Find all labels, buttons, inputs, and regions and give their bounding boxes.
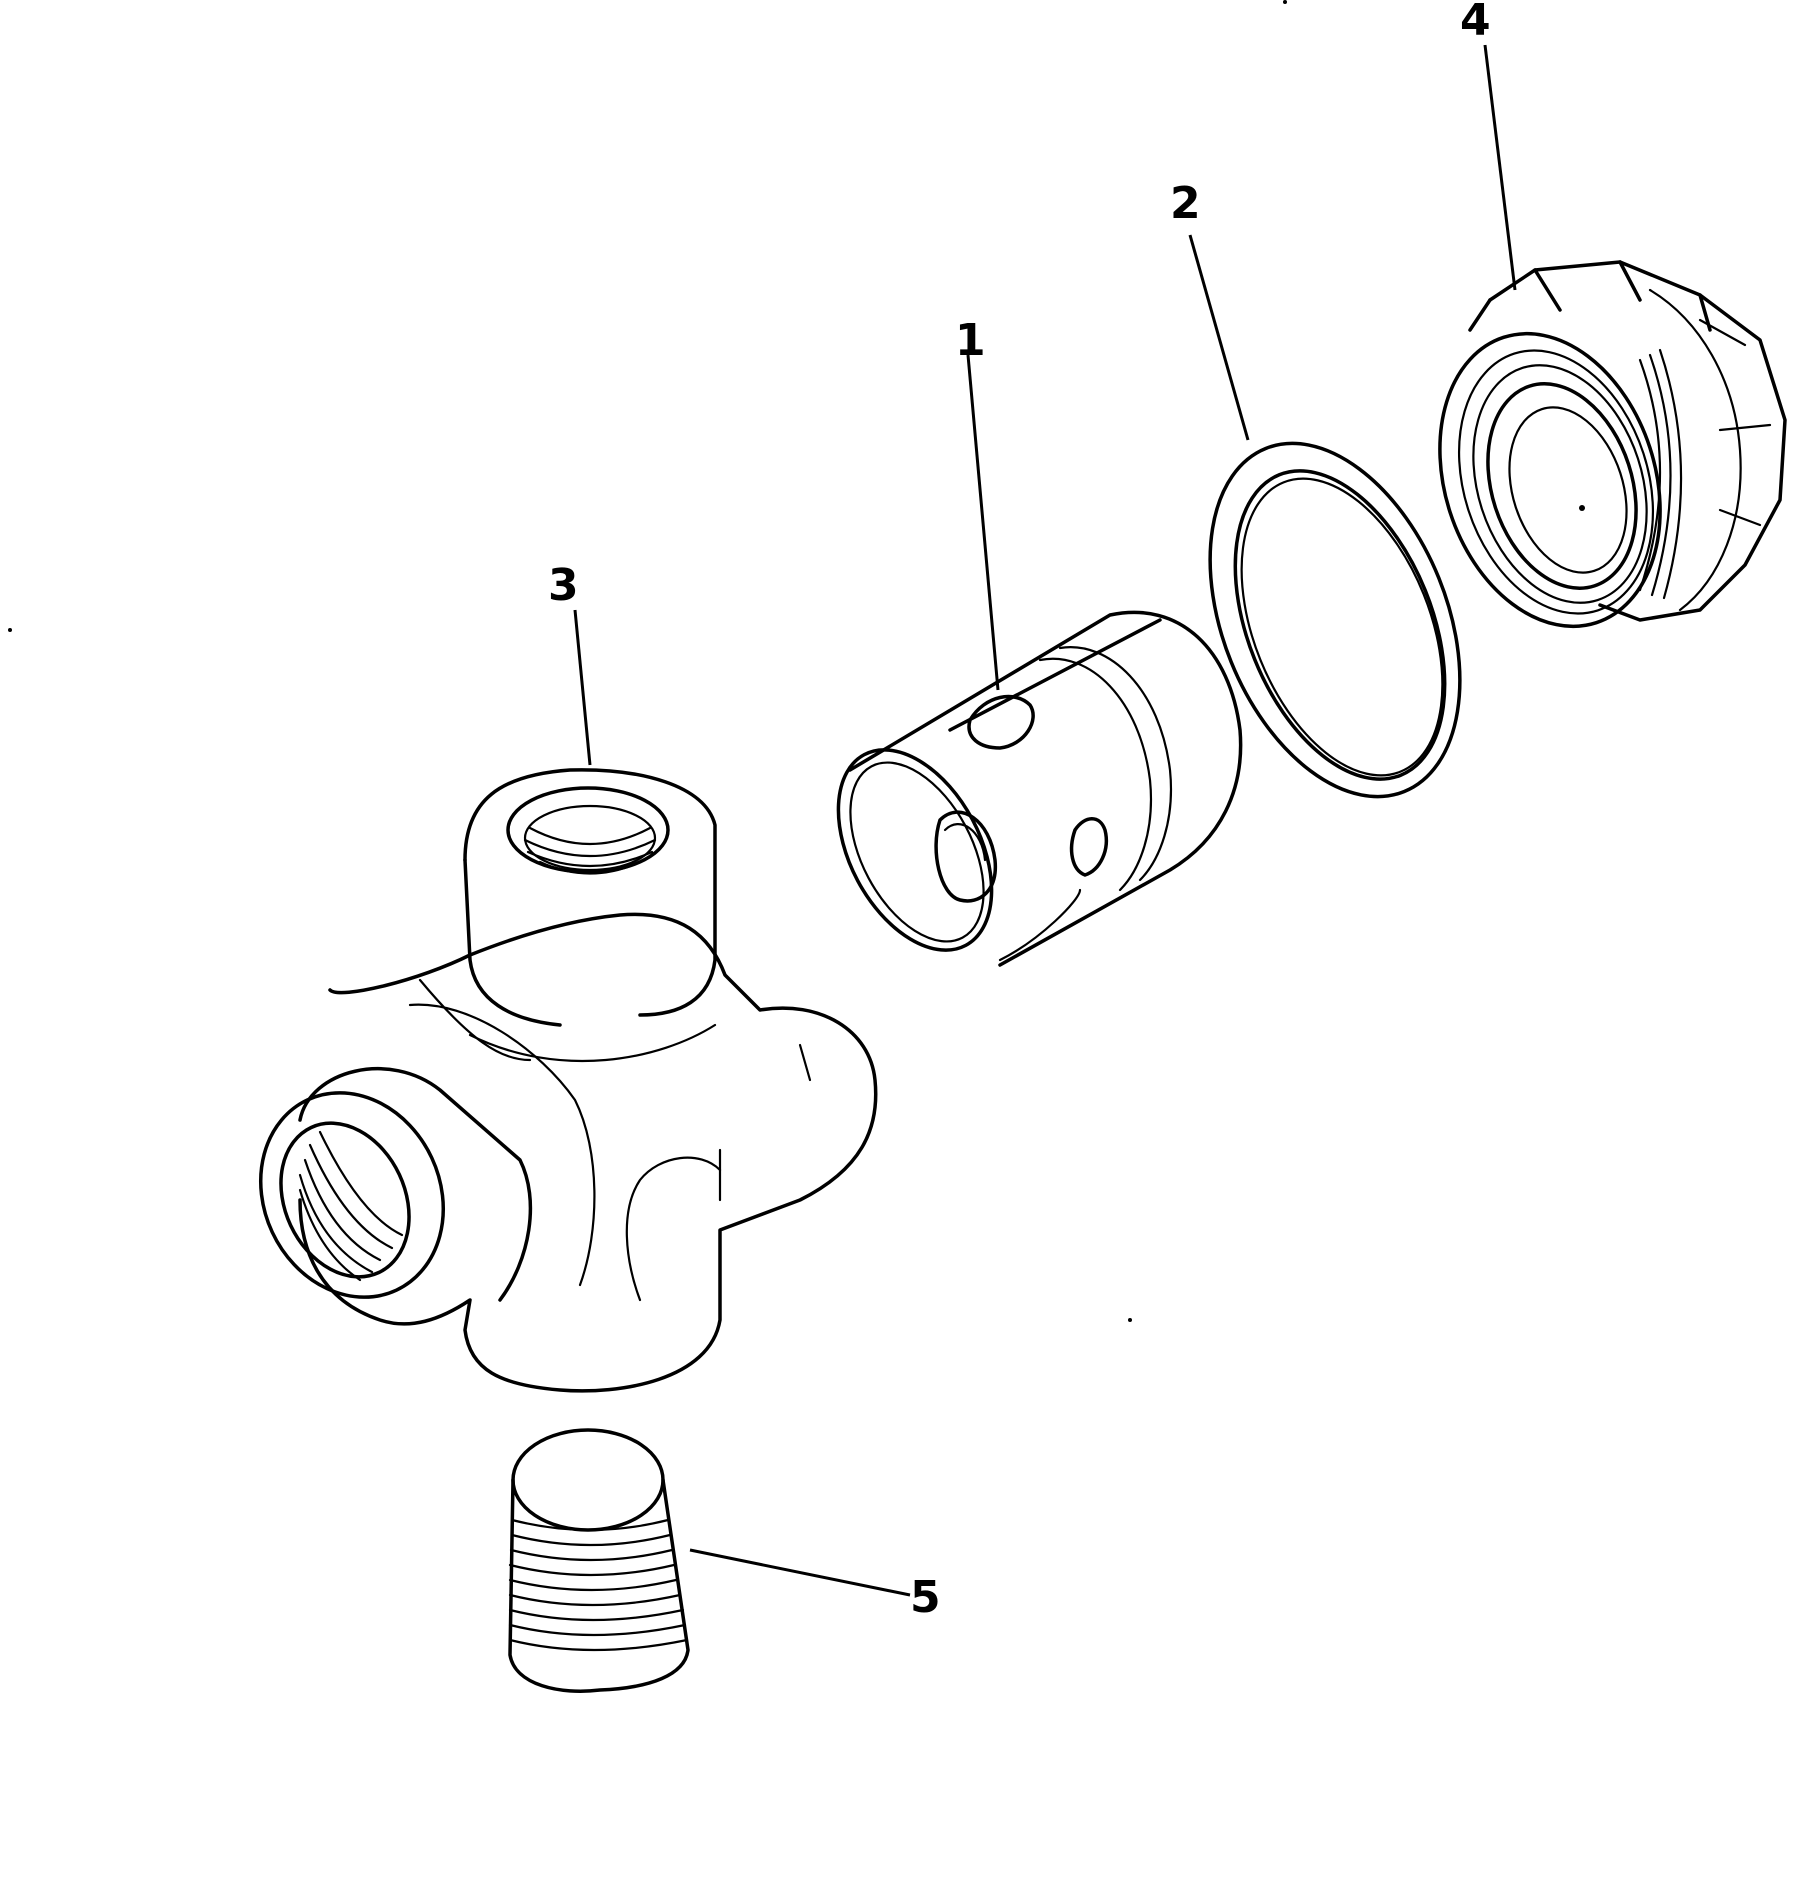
pipe-plug [508, 1428, 690, 1693]
sleeve-cartridge [836, 610, 1243, 967]
tee-valve-body [258, 768, 878, 1393]
callout-label-2: 2 [1170, 178, 1201, 229]
callout-label-5: 5 [910, 1572, 941, 1623]
leader-line-2 [1188, 234, 1250, 441]
hex-plug-cap [1438, 260, 1787, 629]
leader-line-1 [966, 354, 1000, 691]
leader-line-4 [1483, 44, 1517, 291]
callout-label-4: 4 [1460, 0, 1491, 46]
callout-label-1: 1 [955, 315, 986, 366]
scan-speck [1128, 1318, 1132, 1322]
callout-labels: 1 2 3 4 5 [548, 0, 1491, 1623]
scan-speck [8, 628, 12, 632]
leader-line-5 [689, 1548, 911, 1597]
scan-speck [1283, 0, 1287, 4]
callout-label-3: 3 [548, 560, 579, 611]
o-ring-seal [1208, 441, 1462, 799]
leader-lines [573, 44, 1517, 1597]
leader-line-3 [573, 609, 592, 766]
